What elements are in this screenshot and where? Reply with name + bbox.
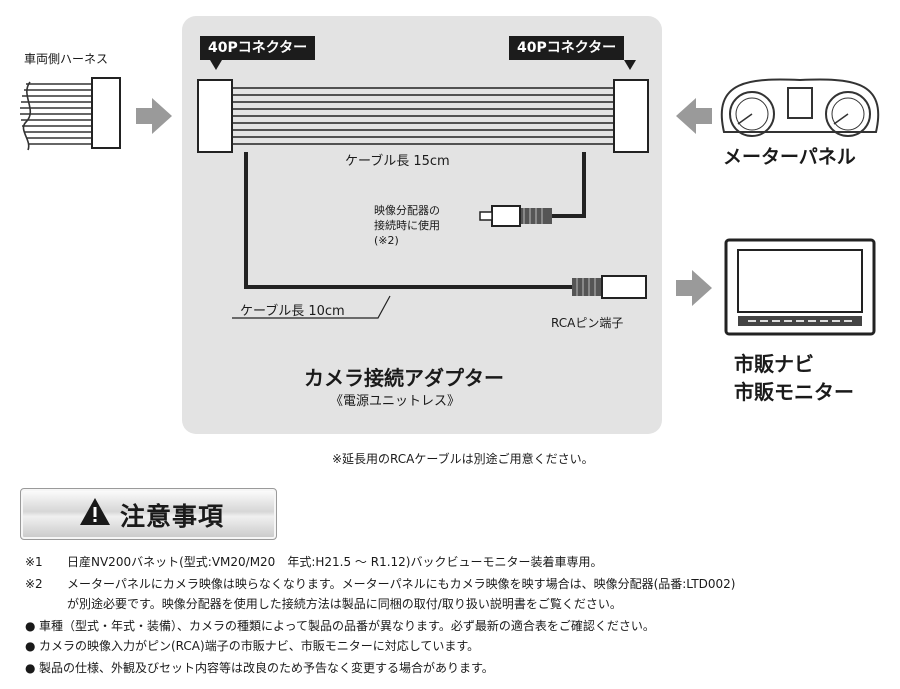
arrow-adapter-to-monitor — [676, 270, 712, 306]
product-subtitle: 《電源ユニットレス》 — [330, 394, 461, 409]
note-row: ※2 メーターパネルにカメラ映像は映らなくなります。メーターパネルにもカメラ映像を… — [25, 576, 735, 592]
meter-panel-illustration — [720, 78, 880, 137]
note-row: が別途必要です。映像分配器を使用した接続方法は製品に同梱の取付/取り扱い説明書を… — [25, 596, 622, 612]
note-bullet: ● — [25, 661, 36, 675]
wiring-diagram — [19, 60, 880, 336]
adapter-connector-left — [197, 79, 233, 153]
monitor-illustration — [724, 238, 876, 336]
splitter-label-note: (※2) — [374, 234, 399, 247]
caution-header — [20, 488, 277, 540]
product-name: カメラ接続アダプター — [304, 366, 504, 390]
cable-15-label: ケーブル長 15cm — [345, 154, 450, 169]
warning-triangle-icon — [80, 498, 110, 525]
vehicle-harness-connector — [91, 77, 121, 149]
note-row: ●製品の仕様、外観及びセット内容等は改良のため予告なく変更する場合があります。 — [25, 660, 494, 676]
caution-title: 注意事項 — [120, 502, 225, 531]
aftermarket-navi-label: 市販ナビ — [734, 352, 814, 376]
arrow-harness-to-adapter — [136, 98, 172, 134]
note-row: ※1 日産NV200バネット(型式:VM20/M20 年式:H21.5 ～ R1.… — [25, 554, 602, 570]
note-text: 製品の仕様、外観及びセット内容等は改良のため予告なく変更する場合があります。 — [39, 661, 494, 675]
note-text: カメラの映像入力がピン(RCA)端子の市販ナビ、市販モニターに対応しています。 — [39, 639, 480, 653]
note-row: ●カメラの映像入力がピン(RCA)端子の市販ナビ、市販モニターに対応しています。 — [25, 638, 479, 654]
rca-pin-jack — [572, 275, 647, 299]
vehicle-harness-wires — [19, 81, 92, 151]
splitter-cable — [552, 152, 586, 218]
connector-right-pointer — [624, 60, 636, 70]
vehicle-harness-label: 車両側ハーネス — [24, 52, 109, 66]
splitter-label: 映像分配器の 接続時に使用 (※2) — [374, 203, 440, 248]
aftermarket-monitor-label: 市販モニター — [734, 380, 854, 404]
note-text: 日産NV200バネット(型式:VM20/M20 年式:H21.5 ～ R1.12… — [67, 555, 603, 569]
meter-panel-label: メーターパネル — [723, 146, 856, 168]
note-row: ●車種（型式・年式・装備）、カメラの種類によって製品の品番が異なります。必ず最新… — [25, 618, 655, 634]
note-text: 車種（型式・年式・装備）、カメラの種類によって製品の品番が異なります。必ず最新の… — [39, 619, 655, 633]
connector-left-tag: 40Pコネクター — [200, 36, 316, 60]
splitter-label-line1: 映像分配器の — [374, 204, 440, 217]
note-marker: ※2 — [25, 577, 43, 591]
cable-10-label: ケーブル長 10cm — [240, 304, 345, 319]
splitter-label-line2: 接続時に使用 — [374, 219, 440, 232]
connector-right-tag: 40Pコネクター — [509, 36, 625, 60]
note-marker: ※1 — [25, 555, 43, 569]
splitter-rca-plug — [479, 205, 552, 227]
note-text: メーターパネルにカメラ映像は映らなくなります。メーターパネルにもカメラ映像を映す… — [67, 577, 736, 591]
flat-cable — [232, 87, 614, 145]
cable10-underline — [232, 295, 391, 319]
note-text: が別途必要です。映像分配器を使用した接続方法は製品に同梱の取付/取り扱い説明書を… — [67, 597, 622, 611]
rca-cable — [244, 152, 572, 289]
arrow-meter-to-adapter — [676, 98, 712, 134]
extension-cable-note: ※延長用のRCAケーブルは別途ご用意ください。 — [332, 452, 594, 466]
adapter-connector-right — [613, 79, 649, 153]
connector-left-pointer — [210, 60, 222, 70]
note-bullet: ● — [25, 619, 36, 633]
rca-pin-label: RCAピン端子 — [551, 316, 624, 330]
adapter-panel — [182, 16, 662, 434]
note-bullet: ● — [25, 639, 36, 653]
